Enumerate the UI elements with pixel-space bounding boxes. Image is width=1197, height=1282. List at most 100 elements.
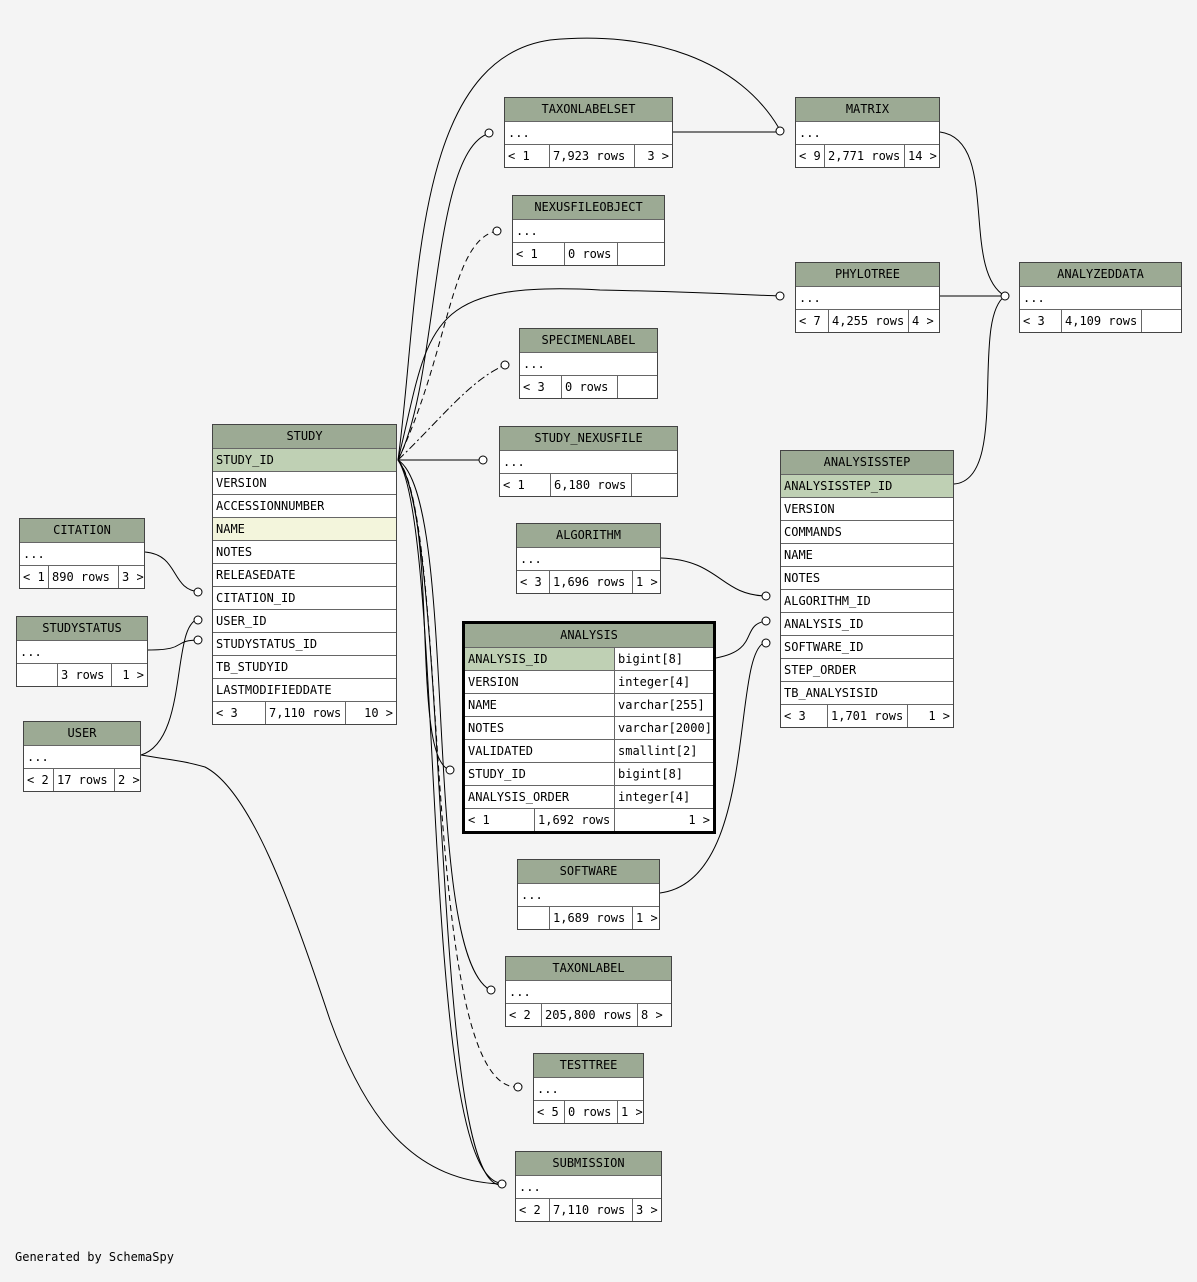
column-ellipsis: ... (519, 1180, 541, 1194)
table-analysisstep[interactable]: ANALYSISSTEP ANALYSISSTEP_ID VERSION COM… (780, 450, 954, 728)
column-ellipsis: ... (20, 645, 42, 659)
table-matrix[interactable]: MATRIX ... < 9 2,771 rows 14 > (795, 97, 940, 168)
column-accessionnumber: ACCESSIONNUMBER (216, 499, 325, 513)
table-header: TAXONLABEL (506, 957, 671, 980)
table-header: SOFTWARE (518, 860, 659, 883)
table-header: NEXUSFILEOBJECT (513, 196, 664, 219)
table-footer: < 1 1,692 rows 1 > (465, 808, 713, 831)
column-algorithm-id: ALGORITHM_ID (784, 594, 871, 608)
column-study-id: STUDY_ID (216, 453, 274, 467)
column-ellipsis: ... (521, 888, 543, 902)
column-analysis-id: ANALYSIS_ID (784, 617, 864, 631)
column-validated: VALIDATED (468, 744, 534, 758)
table-header: STUDYSTATUS (17, 617, 147, 640)
table-header: ALGORITHM (517, 524, 660, 547)
table-footer: 3 rows 1 > (17, 663, 147, 686)
column-analysis-id: ANALYSIS_ID (468, 652, 548, 666)
column-ellipsis: ... (537, 1082, 559, 1096)
column-studystatus-id: STUDYSTATUS_ID (216, 637, 318, 651)
table-footer: < 1 0 rows (513, 242, 664, 265)
column-ellipsis: ... (516, 224, 538, 238)
table-analysis[interactable]: ANALYSIS ANALYSIS_ID bigint[8] VERSION i… (462, 621, 716, 834)
column-citation-id: CITATION_ID (216, 591, 296, 605)
table-footer: < 1 890 rows 3 > (20, 565, 144, 588)
column-ellipsis: ... (27, 750, 49, 764)
table-footer: < 3 1,701 rows 1 > (781, 704, 953, 727)
table-testtree[interactable]: TESTTREE ... < 5 0 rows 1 > (533, 1053, 644, 1124)
table-footer: < 2 17 rows 2 > (24, 768, 140, 791)
column-step-order: STEP_ORDER (784, 663, 857, 677)
table-footer: < 3 1,696 rows 1 > (517, 570, 660, 593)
table-footer: < 2 205,800 rows 8 > (506, 1003, 671, 1026)
column-notes: NOTES (216, 545, 253, 559)
column-type: bigint[8] (614, 648, 713, 670)
table-header: TAXONLABELSET (505, 98, 672, 121)
column-type: smallint[2] (614, 740, 713, 762)
column-type: integer[4] (614, 671, 713, 693)
column-lastmodifieddate: LASTMODIFIEDDATE (216, 683, 332, 697)
column-ellipsis: ... (509, 985, 531, 999)
table-footer: < 9 2,771 rows 14 > (796, 144, 939, 167)
table-studystatus[interactable]: STUDYSTATUS ... 3 rows 1 > (16, 616, 148, 687)
table-header: ANALYSIS (465, 624, 713, 647)
table-footer: < 3 7,110 rows 10 > (213, 701, 396, 724)
column-commands: COMMANDS (784, 525, 842, 539)
column-type: varchar[255] (614, 694, 713, 716)
table-user[interactable]: USER ... < 2 17 rows 2 > (23, 721, 141, 792)
table-phylotree[interactable]: PHYLOTREE ... < 7 4,255 rows 4 > (795, 262, 940, 333)
column-name: NAME (468, 698, 497, 712)
table-header: STUDY_NEXUSFILE (500, 427, 677, 450)
generated-by-label: Generated by SchemaSpy (15, 1250, 174, 1264)
column-ellipsis: ... (508, 126, 530, 140)
table-footer: < 1 7,923 rows 3 > (505, 144, 672, 167)
column-ellipsis: ... (503, 455, 525, 469)
column-study-id: STUDY_ID (468, 767, 526, 781)
column-tb-analysisid: TB_ANALYSISID (784, 686, 878, 700)
column-name: NAME (216, 522, 245, 536)
column-software-id: SOFTWARE_ID (784, 640, 864, 654)
table-nexusfileobject[interactable]: NEXUSFILEOBJECT ... < 1 0 rows (512, 195, 665, 266)
table-study-nexusfile[interactable]: STUDY_NEXUSFILE ... < 1 6,180 rows (499, 426, 678, 497)
column-ellipsis: ... (1023, 291, 1045, 305)
table-footer: < 1 6,180 rows (500, 473, 677, 496)
column-notes: NOTES (468, 721, 505, 735)
table-analyzeddata[interactable]: ANALYZEDDATA ... < 3 4,109 rows (1019, 262, 1182, 333)
table-submission[interactable]: SUBMISSION ... < 2 7,110 rows 3 > (515, 1151, 662, 1222)
table-header: STUDY (213, 425, 396, 448)
table-footer: < 3 4,109 rows (1020, 309, 1181, 332)
column-analysis-order: ANALYSIS_ORDER (468, 790, 570, 804)
table-header: CITATION (20, 519, 144, 542)
column-notes: NOTES (784, 571, 821, 585)
table-header: USER (24, 722, 140, 745)
table-header: SPECIMENLABEL (520, 329, 657, 352)
column-version: VERSION (216, 476, 267, 490)
column-version: VERSION (784, 502, 835, 516)
table-software[interactable]: SOFTWARE ... 1,689 rows 1 > (517, 859, 660, 930)
column-name: NAME (784, 548, 813, 562)
table-header: ANALYSISSTEP (781, 451, 953, 474)
table-footer: 1,689 rows 1 > (518, 906, 659, 929)
table-footer: < 5 0 rows 1 > (534, 1100, 643, 1123)
table-algorithm[interactable]: ALGORITHM ... < 3 1,696 rows 1 > (516, 523, 661, 594)
table-footer: < 2 7,110 rows 3 > (516, 1198, 661, 1221)
table-header: PHYLOTREE (796, 263, 939, 286)
table-footer: < 3 0 rows (520, 375, 657, 398)
column-type: bigint[8] (614, 763, 713, 785)
table-citation[interactable]: CITATION ... < 1 890 rows 3 > (19, 518, 145, 589)
column-type: integer[4] (614, 786, 713, 808)
table-specimenlabel[interactable]: SPECIMENLABEL ... < 3 0 rows (519, 328, 658, 399)
column-ellipsis: ... (23, 547, 45, 561)
table-taxonlabelset[interactable]: TAXONLABELSET ... < 1 7,923 rows 3 > (504, 97, 673, 168)
column-ellipsis: ... (799, 126, 821, 140)
table-taxonlabel[interactable]: TAXONLABEL ... < 2 205,800 rows 8 > (505, 956, 672, 1027)
table-study[interactable]: STUDY STUDY_ID VERSION ACCESSIONNUMBER N… (212, 424, 397, 725)
column-ellipsis: ... (520, 552, 542, 566)
column-analysisstep-id: ANALYSISSTEP_ID (784, 479, 893, 493)
table-header: SUBMISSION (516, 1152, 661, 1175)
table-header: ANALYZEDDATA (1020, 263, 1181, 286)
column-releasedate: RELEASEDATE (216, 568, 296, 582)
column-tb-studyid: TB_STUDYID (216, 660, 289, 674)
column-type: varchar[2000] (614, 717, 713, 739)
table-header: MATRIX (796, 98, 939, 121)
